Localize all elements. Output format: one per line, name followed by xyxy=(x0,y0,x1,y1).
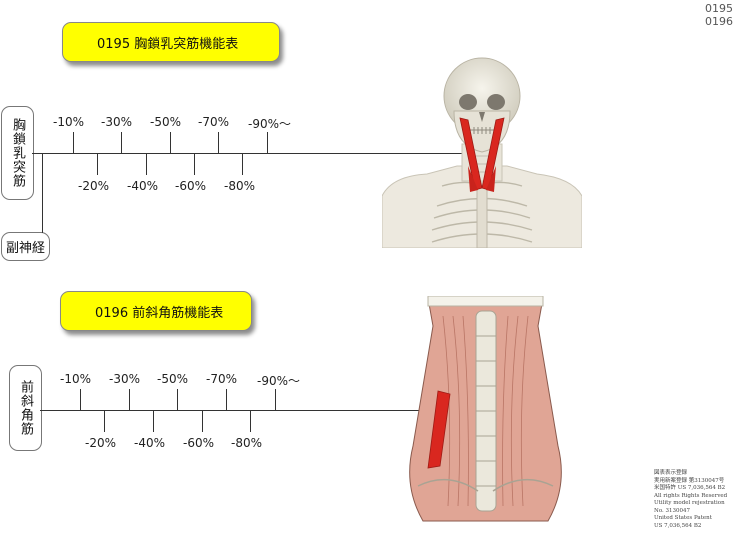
section1-title: 0195 胸鎖乳突筋機能表 xyxy=(62,22,280,62)
tick-up xyxy=(80,389,81,410)
tick-up xyxy=(177,389,178,410)
tick-up xyxy=(218,132,219,153)
footer-line: Utility model rejestration xyxy=(654,500,725,506)
tick-down xyxy=(202,411,203,432)
tick-down xyxy=(153,411,154,432)
tick-up xyxy=(226,389,227,410)
tick-label-60: -60% xyxy=(183,436,215,450)
tick-label-80: -80% xyxy=(231,436,263,450)
footer-line: United States Patent xyxy=(654,515,712,521)
tick-up xyxy=(129,389,130,410)
tick-label-20: -20% xyxy=(85,436,117,450)
footer-line: US 7,036,564 B2 xyxy=(654,522,702,529)
section1-vertical-connector xyxy=(42,153,43,233)
tick-label-30: -30% xyxy=(109,372,141,386)
footer-line: 米国特許 US 7,036,564 B2 xyxy=(654,485,726,491)
tick-down xyxy=(250,411,251,432)
section1-nerve-label: 副神経 xyxy=(1,232,50,261)
footer-line: No. 3130047 xyxy=(654,507,691,514)
tick-down xyxy=(104,411,105,432)
tick-down xyxy=(242,154,243,175)
tick-up xyxy=(170,132,171,153)
tick-up xyxy=(121,132,122,153)
tick-up xyxy=(267,132,268,153)
footer-line: All rights Rights Reserved xyxy=(654,492,728,499)
tick-label-90: -90%〜 xyxy=(248,117,292,131)
tick-label-80: -80% xyxy=(224,179,256,193)
tick-down xyxy=(194,154,195,175)
copyright-block: 図表表示登録 実用新案登録 第3130047号 米国特許 US 7,036,56… xyxy=(654,470,734,530)
tick-up xyxy=(73,132,74,153)
section2-scale-line xyxy=(40,410,450,411)
section2-muscle-label: 前斜角筋 xyxy=(9,365,42,451)
tick-label-50: -50% xyxy=(157,372,189,386)
tick-label-20: -20% xyxy=(78,179,110,193)
tick-label-60: -60% xyxy=(175,179,207,193)
page-code: 0195 0196 xyxy=(705,2,733,28)
section1-scale-line xyxy=(32,153,472,154)
tick-label-50: -50% xyxy=(150,115,182,129)
sternocleidomastoid-illustration xyxy=(382,57,582,248)
tick-label-30: -30% xyxy=(101,115,133,129)
footer-line: 図表表示登録 xyxy=(654,470,688,476)
section2-title: 0196 前斜角筋機能表 xyxy=(60,291,252,331)
section1-muscle-label: 胸鎖乳突筋 xyxy=(1,106,34,200)
tick-down xyxy=(146,154,147,175)
footer-line: 実用新案登録 第3130047号 xyxy=(654,477,725,484)
page-code-0195: 0195 xyxy=(705,2,733,15)
anterior-scalene-illustration xyxy=(409,296,562,522)
tick-up xyxy=(275,389,276,410)
page-code-0196: 0196 xyxy=(705,15,733,28)
tick-label-40: -40% xyxy=(127,179,159,193)
tick-label-70: -70% xyxy=(206,372,238,386)
tick-label-90: -90%〜 xyxy=(257,374,301,388)
tick-label-70: -70% xyxy=(198,115,230,129)
tick-label-10: -10% xyxy=(53,115,85,129)
tick-label-10: -10% xyxy=(60,372,92,386)
tick-label-40: -40% xyxy=(134,436,166,450)
tick-down xyxy=(97,154,98,175)
